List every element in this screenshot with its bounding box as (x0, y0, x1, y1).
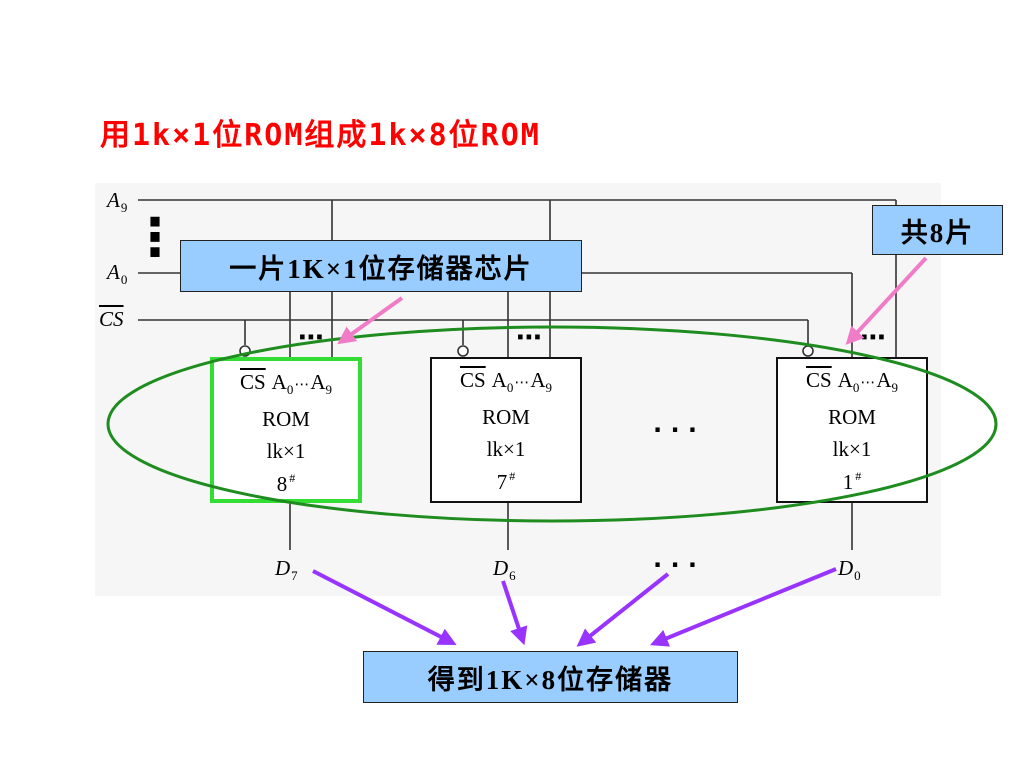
address-label-a0: A0 (107, 260, 127, 287)
chip-cs-pin-label: CS (459, 368, 486, 392)
slide-title: 用1k×1位ROM组成1k×8位ROM (100, 118, 541, 153)
chip-addr-dots: ⋯ (860, 373, 876, 391)
chip-number: 8# (214, 471, 358, 499)
address-label-a9-index: 9 (120, 200, 128, 215)
chip-addr-first-index: 0 (286, 382, 294, 397)
address-label-a9-letter: A (107, 188, 120, 212)
chip-addr-first-letter: A (271, 370, 287, 394)
data-output-letter: D (838, 556, 854, 580)
address-label-a0-letter: A (107, 260, 120, 284)
chip-number-mark: # (289, 471, 296, 485)
data-output-index: 7 (291, 568, 298, 583)
chip-type: ROM (262, 407, 310, 431)
chip-number-mark: # (855, 469, 862, 483)
chip-addr-last-index: 9 (891, 380, 899, 395)
chip-capacity: lk×1 (832, 437, 872, 461)
chip-addr-dots: ⋯ (514, 373, 530, 391)
chip-addr-last-letter: A (310, 370, 326, 394)
chip-8-pin-dots: ⋯ (298, 323, 324, 353)
result-callout: 得到1K×8位存储器 (363, 651, 738, 703)
chip-addr-first-index: 0 (852, 380, 860, 395)
data-output-index: 0 (854, 568, 861, 583)
data-output-letter: D (275, 556, 291, 580)
output-gap-dots: · · · (652, 551, 698, 579)
chip-addr-last-letter: A (876, 368, 892, 392)
chip-addr-last-index: 9 (545, 380, 553, 395)
chip-addr-first-index: 0 (506, 380, 514, 395)
chip-type: ROM (482, 405, 530, 429)
chip-number-mark: # (509, 469, 516, 483)
chip-type: ROM (828, 405, 876, 429)
chip-cs-pin-label: CS (239, 370, 266, 394)
chip-number-value: 8 (276, 472, 288, 496)
data-output-index: 6 (509, 568, 516, 583)
address-label-a0-index: 0 (120, 272, 128, 287)
chip-cs-pin-label: CS (805, 368, 832, 392)
chip-addr-last-letter: A (530, 368, 546, 392)
chip-1-cs-bubble (802, 345, 814, 357)
chip-1-pin-dots: ⋯ (860, 323, 886, 353)
chip-addr-last-index: 9 (325, 382, 333, 397)
address-label-a9: A9 (107, 188, 127, 215)
data-output-label-d0: D0 (838, 556, 861, 583)
chip-capacity: lk×1 (266, 439, 306, 463)
chip-number: 7# (432, 469, 580, 497)
chip-number-value: 7 (496, 470, 508, 494)
chip-number: 1# (778, 469, 926, 497)
chip-8-cs-bubble (239, 345, 251, 357)
chip-gap-dots: · · · (652, 416, 698, 444)
data-output-letter: D (493, 556, 509, 580)
data-output-label-d6: D6 (493, 556, 516, 583)
chip-addr-dots: ⋯ (294, 375, 310, 393)
chip-7-cs-bubble (457, 345, 469, 357)
chip-capacity: lk×1 (486, 437, 526, 461)
chip-addr-first-letter: A (491, 368, 507, 392)
single-chip-callout: 一片1K×1位存储器芯片 (180, 240, 582, 292)
chip-addr-first-letter: A (837, 368, 853, 392)
chip-select-label: CS (99, 307, 124, 331)
chip-7-pin-dots: ⋯ (516, 323, 542, 353)
data-output-label-d7: D7 (275, 556, 298, 583)
address-bus-vertical-dots: ⋮ (129, 208, 181, 268)
chip-count-callout: 共8片 (872, 205, 1003, 255)
chip-number-value: 1 (842, 470, 854, 494)
